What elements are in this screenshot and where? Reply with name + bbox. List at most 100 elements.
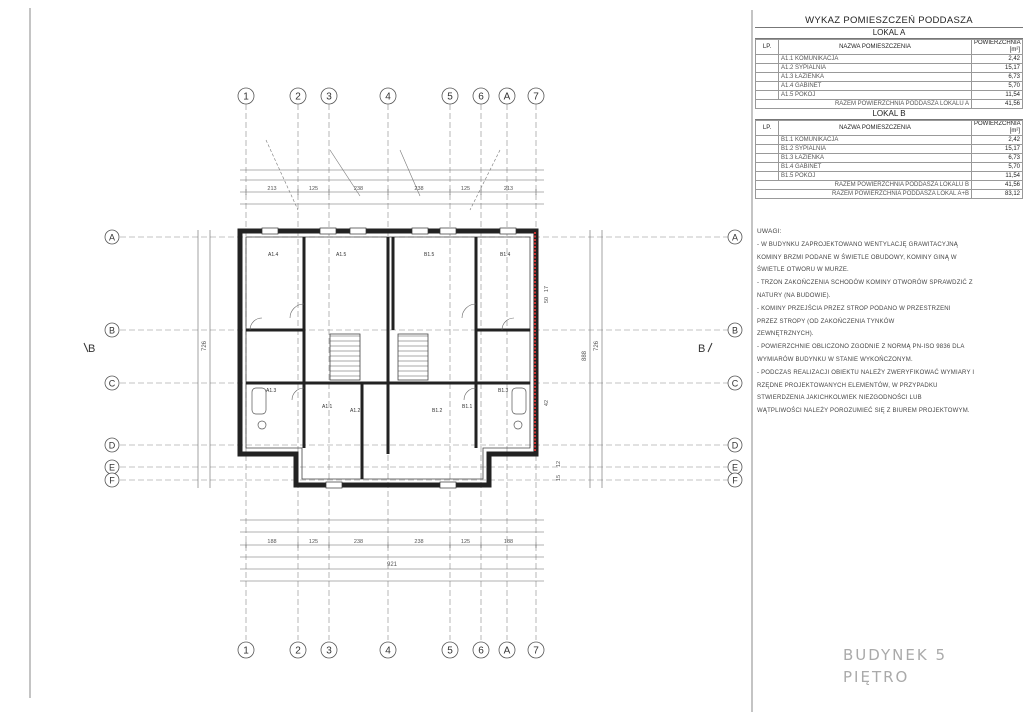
axis-bubble-bottom bbox=[527, 641, 545, 659]
row-lp bbox=[755, 171, 779, 181]
axis-label-top: 7 bbox=[533, 92, 539, 103]
axis-label-right: D bbox=[732, 441, 739, 451]
roof-line bbox=[265, 139, 299, 211]
row-lp bbox=[755, 63, 779, 73]
note-line: PRZEZ STROPY (OD ZAKOŃCZENIA TYNKÓW bbox=[757, 318, 895, 325]
axis-bubble-top bbox=[379, 87, 397, 105]
row-lp bbox=[755, 90, 779, 100]
door-swing bbox=[289, 303, 305, 319]
row-area: 2,42 bbox=[971, 135, 1023, 145]
axis-label-right: F bbox=[732, 476, 738, 486]
dimension-height-mark: 50 bbox=[544, 297, 550, 303]
dimension-left-height: 726 bbox=[202, 340, 208, 351]
bathtub-a bbox=[251, 387, 267, 415]
section-mark-right: B bbox=[698, 343, 705, 355]
window bbox=[349, 227, 367, 235]
row-name: B1.4 GABINET bbox=[778, 162, 972, 172]
dimension-right-height: 726 bbox=[594, 340, 600, 351]
lokal-a-table: LP. NAZWA POMIESZCZENIA POWIERZCHNIA [m²… bbox=[755, 39, 1023, 109]
axis-label-top: 2 bbox=[295, 92, 301, 103]
window bbox=[439, 481, 457, 489]
dimension-text-top: 238 bbox=[354, 186, 363, 192]
room-label: B1.5 bbox=[424, 252, 435, 258]
note-line: - POWIERZCHNIE OBLICZONO ZGODNIE Z NORMĄ… bbox=[757, 344, 965, 351]
toilet-a bbox=[257, 420, 267, 430]
room-label: B1.2 bbox=[432, 408, 443, 414]
dimension-text-top: 125 bbox=[461, 186, 470, 192]
window bbox=[411, 227, 429, 235]
axis-bubble-top bbox=[320, 87, 338, 105]
axis-bubble-right bbox=[727, 472, 743, 488]
note-line: ZEWNĘTRZNYCH). bbox=[757, 331, 814, 338]
section-mark-right-arrow bbox=[707, 342, 713, 353]
row-lp bbox=[755, 54, 779, 64]
section-mark-left-arrow bbox=[83, 342, 89, 353]
axis-label-right: E bbox=[732, 463, 738, 473]
room-label: B1.3 bbox=[498, 388, 509, 394]
axis-bubble-left bbox=[104, 472, 120, 488]
header-name: NAZWA POMIESZCZENIA bbox=[778, 120, 972, 136]
building-level: PIĘTRO bbox=[843, 668, 910, 686]
row-lp bbox=[755, 162, 779, 172]
notes-block: UWAGI: - W BUDYNKU ZAPROJEKTOWANO WENTYL… bbox=[757, 226, 1019, 418]
axis-bubble-right bbox=[727, 375, 743, 391]
dimension-text-top: 125 bbox=[309, 186, 318, 192]
row-name: B1.5 POKÓJ bbox=[778, 171, 972, 181]
row-area: 15,17 bbox=[971, 144, 1023, 154]
axis-label-bottom: 2 bbox=[295, 646, 301, 657]
note-line: - W BUDYNKU ZAPROJEKTOWANO WENTYLACJĘ GR… bbox=[757, 241, 959, 248]
axis-bubble-left bbox=[104, 229, 120, 245]
dimension-height-mark: 15 bbox=[556, 475, 562, 481]
dimension-text-bottom: 125 bbox=[461, 539, 470, 545]
axis-bubble-top bbox=[237, 87, 255, 105]
axis-bubble-top bbox=[527, 87, 545, 105]
room-label: A1.1 bbox=[322, 404, 333, 410]
note-line: KOMINY BRZMI PODANE W ŚWIETLE OBUDOWY, K… bbox=[757, 254, 957, 261]
lokal-b-title: LOKAL B bbox=[755, 109, 1023, 120]
dimension-overall-height: 888 bbox=[582, 350, 588, 361]
axis-bubble-right bbox=[727, 437, 743, 453]
axis-label-top: 5 bbox=[447, 92, 453, 103]
header-area: POWIERZCHNIA [m²] bbox=[971, 120, 1023, 136]
note-line: RZĘDNE PROJEKTOWANYCH ELEMENTÓW, W PRZYP… bbox=[757, 382, 938, 389]
dimension-height-mark: 42 bbox=[544, 400, 550, 406]
stair-b bbox=[397, 333, 429, 381]
row-name: B1.2 SYPIALNIA bbox=[778, 144, 972, 154]
axis-bubble-left bbox=[104, 437, 120, 453]
row-lp bbox=[755, 81, 779, 91]
axis-bubble-bottom bbox=[237, 641, 255, 659]
row-area: 5,70 bbox=[971, 162, 1023, 172]
axis-label-top: 1 bbox=[243, 92, 249, 103]
notes-heading: UWAGI: bbox=[757, 228, 782, 235]
dimension-text-bottom: 188 bbox=[504, 539, 513, 545]
row-area: 5,70 bbox=[971, 81, 1023, 91]
room-label: A1.5 bbox=[336, 252, 347, 258]
axis-label-left: C bbox=[109, 379, 116, 389]
axis-bubble-bottom bbox=[498, 641, 516, 659]
axis-label-left: A bbox=[109, 233, 115, 243]
total-sum-value: 83,12 bbox=[971, 189, 1023, 199]
axis-bubble-bottom bbox=[289, 641, 307, 659]
row-name: B1.3 ŁAZIENKA bbox=[778, 153, 972, 163]
axis-label-right: A bbox=[732, 233, 738, 243]
outer-wall bbox=[237, 228, 539, 488]
dimension-text-top: 213 bbox=[504, 186, 513, 192]
axis-bubble-right bbox=[727, 229, 743, 245]
axis-label-bottom: 4 bbox=[385, 646, 391, 657]
row-lp bbox=[755, 153, 779, 163]
dimension-text-bottom: 238 bbox=[354, 539, 363, 545]
axis-label-bottom: 3 bbox=[326, 646, 332, 657]
lokal-a-sum-label: RAZEM POWIERZCHNIA PODDASZA LOKALU A bbox=[755, 99, 972, 109]
row-name: A1.1 KOMUNIKACJA bbox=[778, 54, 972, 64]
axis-label-right: B bbox=[732, 326, 738, 336]
axis-label-right: C bbox=[732, 379, 739, 389]
door-swing bbox=[463, 387, 477, 401]
header-lp: LP. bbox=[755, 39, 779, 55]
